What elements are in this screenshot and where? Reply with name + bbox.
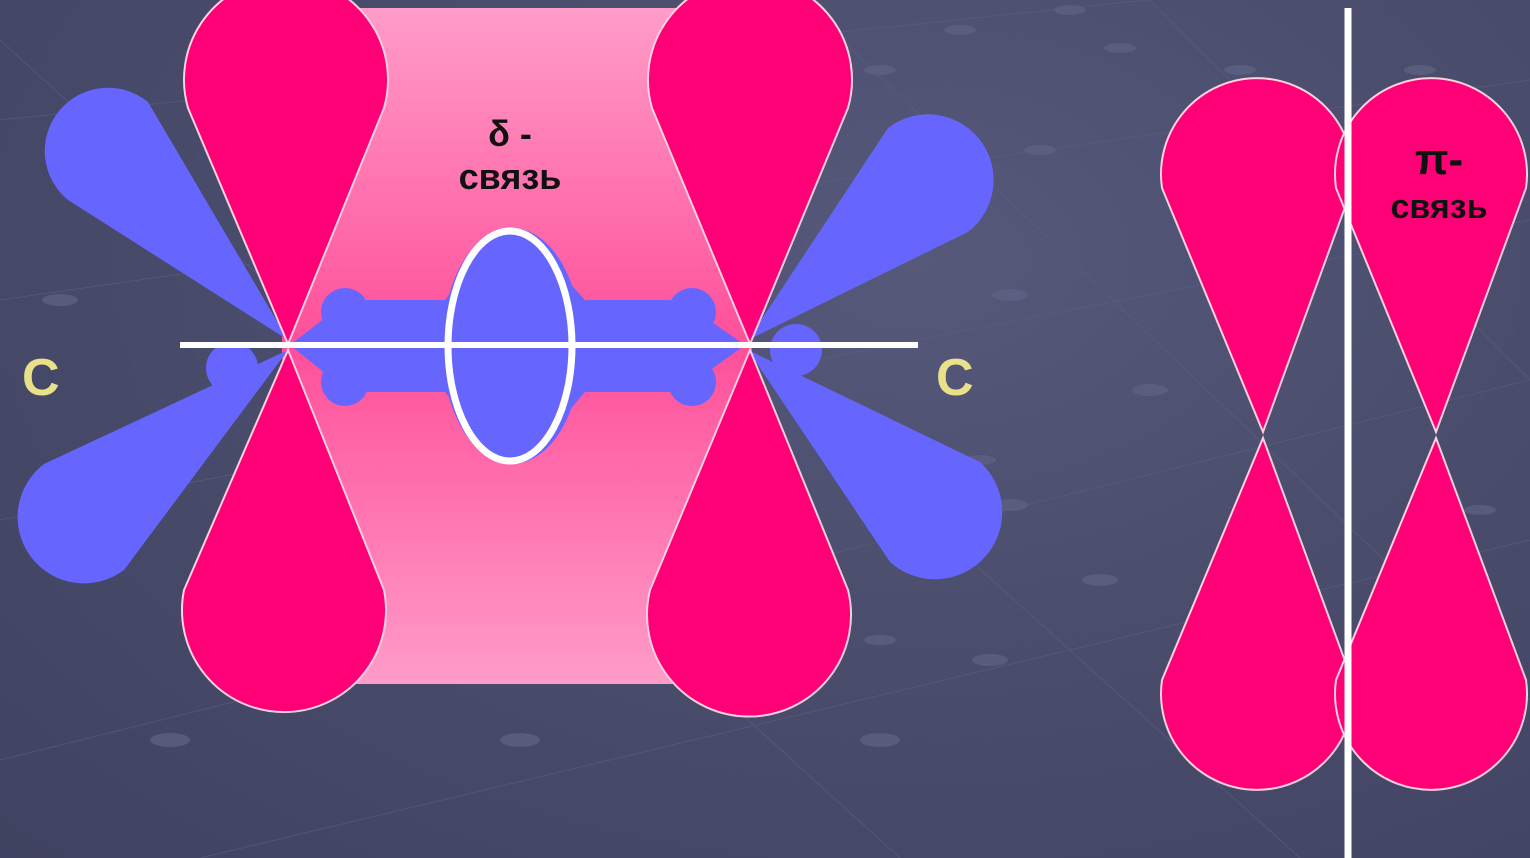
left-p-orbital	[181, 0, 389, 714]
sigma-overlap-ring	[444, 227, 576, 465]
pi-p-orbital-right	[1334, 77, 1528, 791]
right-atom-label: C	[936, 349, 974, 407]
pi-p-orbital-left	[1160, 77, 1354, 791]
right-sp-orbitals	[748, 114, 1003, 580]
sigma-bond-symbol: δ -	[488, 113, 532, 154]
left-atom-label: C	[22, 349, 60, 407]
pi-bond-symbol: π-	[1414, 135, 1464, 184]
left-sp-orbitals	[17, 87, 288, 584]
sigma-bond-label: δ - связь	[430, 112, 590, 198]
pi-bond-word: связь	[1390, 187, 1488, 226]
pi-bond-label: π- связь	[1360, 134, 1518, 228]
right-p-orbital	[646, 0, 853, 718]
sigma-bond-word: связь	[458, 156, 562, 198]
